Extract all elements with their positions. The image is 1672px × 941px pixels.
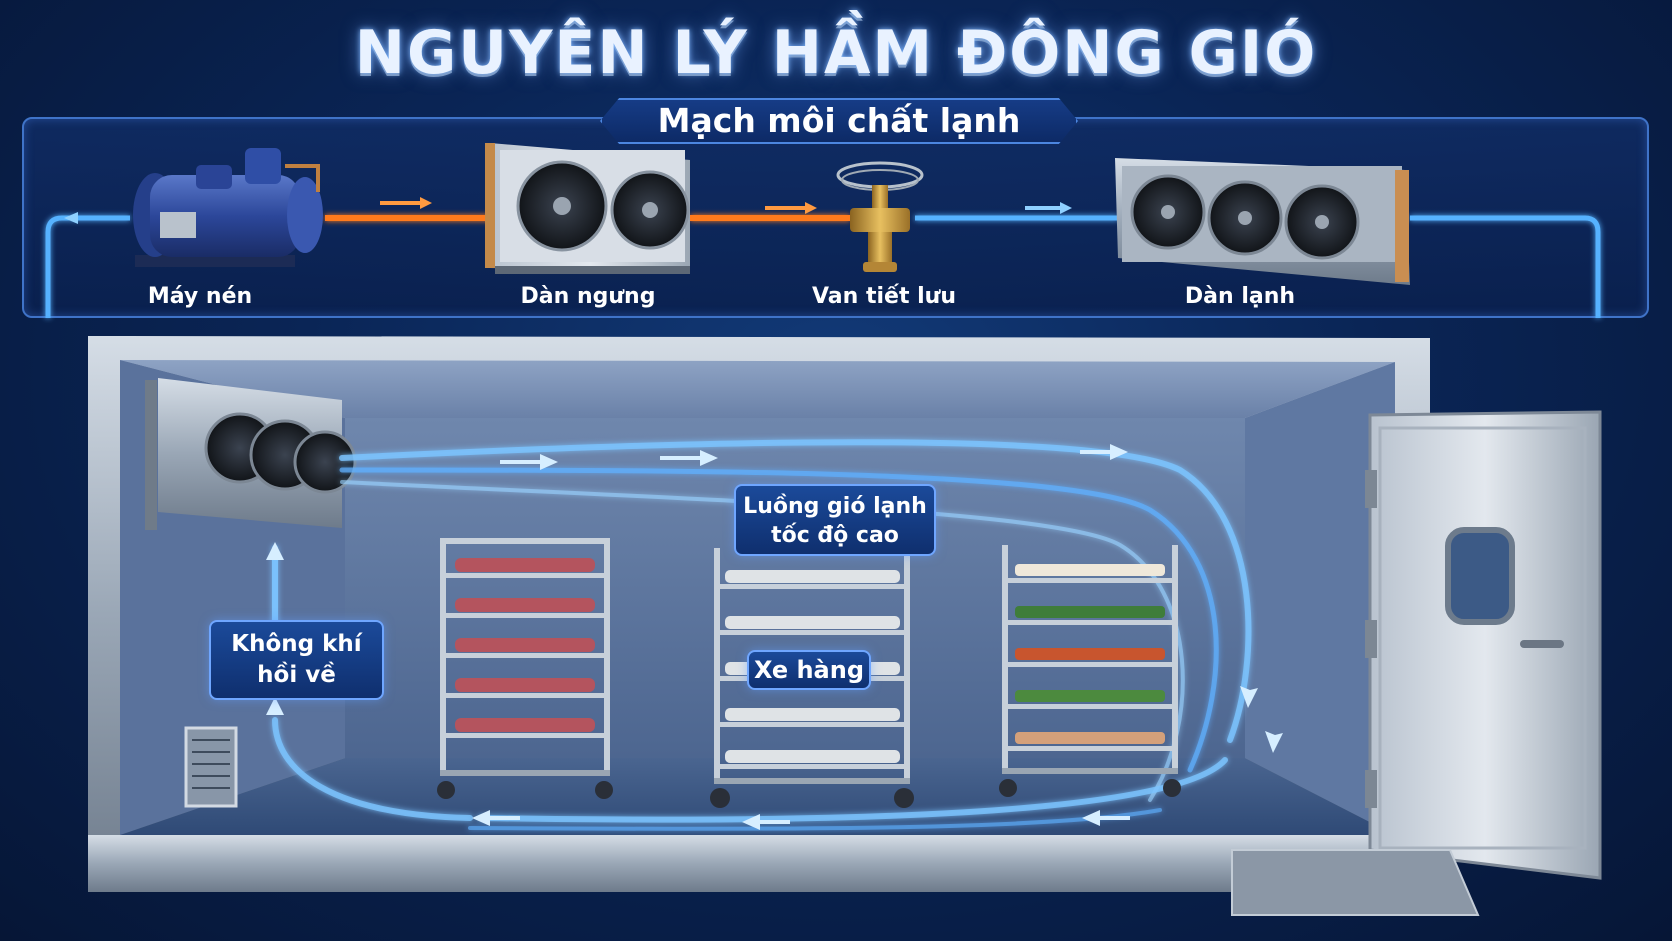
airflow-callout: Luồng gió lạnh tốc độ cao <box>734 484 936 556</box>
page-title: NGUYÊN LÝ HẦM ĐÔNG GIÓ <box>354 18 1318 88</box>
return-air-callout-line1: Không khí <box>231 631 362 657</box>
condenser-graphic <box>485 143 690 274</box>
airflow-callout-line2: tốc độ cao <box>771 523 899 548</box>
room-evaporator-graphic <box>145 378 357 530</box>
refrigerant-pipes <box>45 215 1601 318</box>
evaporator-top-graphic <box>1115 158 1410 285</box>
trolley-callout: Xe hàng <box>747 650 871 690</box>
compressor-graphic <box>133 148 323 267</box>
entry-ramp <box>1231 849 1480 916</box>
trolley-vegetables <box>999 545 1181 797</box>
refrigerant-circuit-title: Mạch môi chất lạnh <box>600 98 1078 144</box>
compressor-label: Máy nén <box>147 284 253 309</box>
return-air-callout-line2: hồi về <box>257 662 336 688</box>
trolley-meat <box>437 538 613 799</box>
flow-arrows <box>64 197 1072 224</box>
condenser-label: Dàn ngưng <box>520 284 656 309</box>
expansion-valve-label: Van tiết lưu <box>811 284 956 309</box>
airflow-arrows <box>266 444 1283 830</box>
expansion-valve-graphic <box>836 161 924 272</box>
airflow-callout-line1: Luồng gió lạnh <box>743 494 927 519</box>
return-air-callout: Không khí hồi về <box>209 620 384 700</box>
evaporator-label: Dàn lạnh <box>1184 284 1296 309</box>
room-door <box>1365 410 1602 880</box>
